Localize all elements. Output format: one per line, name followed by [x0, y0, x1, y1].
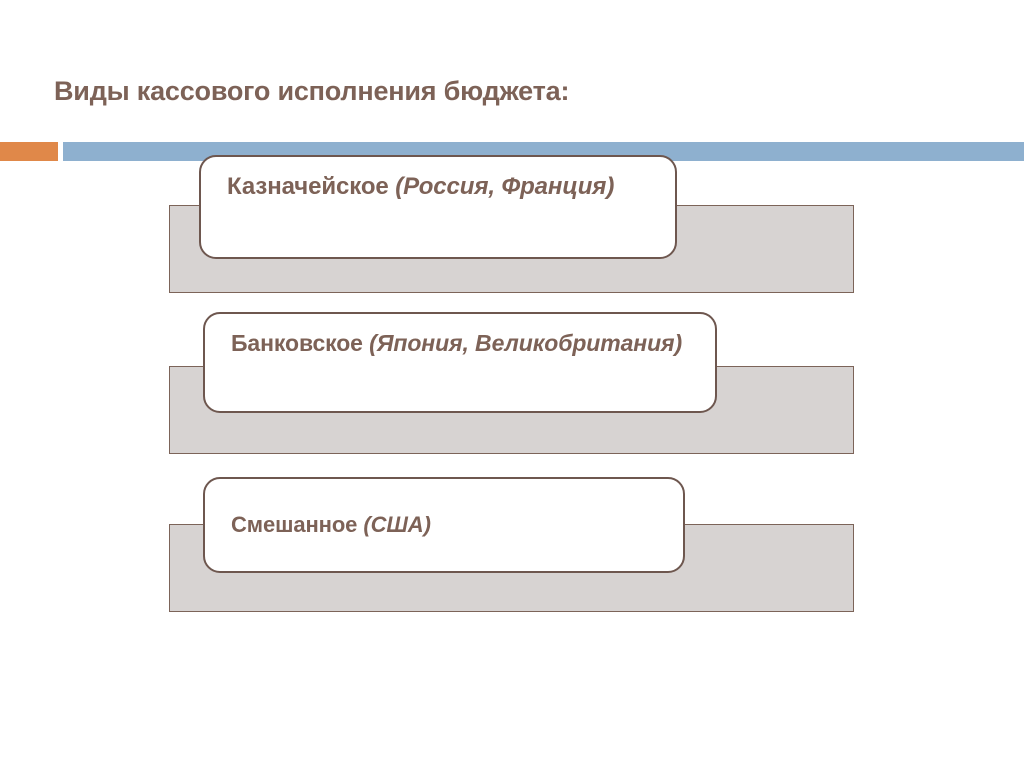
diagram-callout-3-label: Смешанное: [231, 512, 364, 538]
diagram-callout-3[interactable]: Смешанное (США): [203, 477, 685, 573]
diagram-callout-2-label: Банковское: [231, 330, 370, 356]
diagram-callout-3-detail: (США): [363, 512, 431, 538]
diagram-callout-1[interactable]: Казначейское (Россия, Франция): [199, 155, 677, 259]
diagram-callout-1-text: Казначейское (Россия, Франция): [227, 171, 614, 203]
page-title: Виды кассового исполнения бюджета:: [54, 76, 570, 106]
diagram-callout-3-text: Смешанное (США): [231, 510, 431, 539]
diagram-callout-2[interactable]: Банковское (Япония, Великобритания): [203, 312, 717, 413]
diagram-callout-2-detail: (Япония, Великобритания): [369, 330, 683, 356]
diagram-callout-1-detail: (Россия, Франция): [395, 173, 615, 200]
diagram-callout-1-label: Казначейское: [227, 173, 396, 200]
diagram-callout-2-text: Банковское (Япония, Великобритания): [231, 328, 682, 358]
accent-bar-orange: [0, 142, 58, 161]
